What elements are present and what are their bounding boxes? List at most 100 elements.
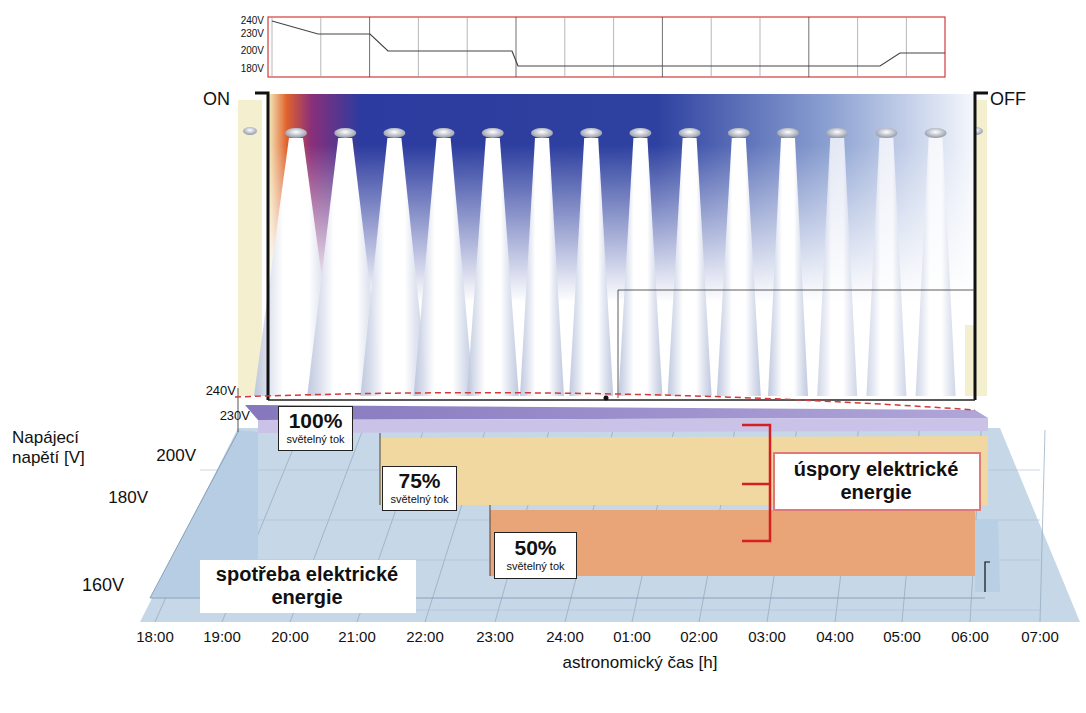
- label-holder: Napájecí napětí [V]: [12, 428, 112, 469]
- grid-line: [369, 17, 370, 77]
- axis-title: astronomický čas [h]: [563, 653, 718, 673]
- label-holder: 20:00: [271, 628, 309, 646]
- label-holder: 04:00: [816, 628, 854, 646]
- light-beam: [866, 138, 906, 396]
- grid-line: [662, 17, 663, 77]
- lamp-head: [482, 128, 504, 138]
- grid-line: [564, 17, 565, 77]
- grid-line: [808, 17, 809, 77]
- label-holder: 180V: [108, 488, 148, 508]
- voltage-tick: 230V: [241, 28, 264, 40]
- grid-line: [906, 17, 907, 77]
- switch-label: ON: [203, 89, 230, 111]
- lamp-head: [925, 128, 947, 138]
- label-holder: 240V: [206, 383, 236, 399]
- time-tick: 24:00: [546, 628, 584, 646]
- axis-value: 230V: [220, 408, 250, 424]
- box-heading: 75%: [389, 469, 450, 493]
- label-holder: 230V: [241, 28, 264, 40]
- light-beam: [916, 138, 956, 396]
- energy-box: úspory elektrické energie: [773, 452, 981, 511]
- grid-line: [467, 17, 468, 77]
- step-marker: [985, 562, 990, 592]
- leader-dot: [604, 396, 609, 401]
- grid-line: [760, 17, 761, 77]
- light-beam: [467, 138, 519, 396]
- light-beam: [520, 138, 564, 396]
- label-holder: 01:00: [613, 628, 651, 646]
- label-holder: 22:00: [406, 628, 444, 646]
- axis-value: 180V: [108, 488, 148, 508]
- axis-value: 240V: [206, 383, 236, 399]
- time-tick: 01:00: [613, 628, 651, 646]
- box-subtext: světelný tok: [285, 433, 346, 446]
- label-holder: 200V: [241, 45, 264, 57]
- grid-line: [272, 17, 273, 77]
- box-subtext: světelný tok: [505, 560, 566, 573]
- voltage-line: [272, 21, 945, 66]
- grid-line: [613, 17, 614, 77]
- light-beam: [668, 138, 712, 396]
- voltage-tick: 180V: [241, 63, 264, 75]
- box-heading: spotřeba elektrické energie: [214, 563, 400, 609]
- label-holder: OFF: [990, 89, 1026, 111]
- time-tick: 22:00: [406, 628, 444, 646]
- axis-value: 200V: [156, 446, 196, 466]
- label-holder: 230V: [220, 408, 250, 424]
- lamp-head: [334, 128, 356, 138]
- label-holder: 160V: [82, 575, 124, 597]
- energy-box: spotřeba elektrické energie: [200, 560, 416, 613]
- floor-grid: [155, 430, 1045, 622]
- savings-bracket: [742, 425, 770, 541]
- time-tick: 03:00: [748, 628, 786, 646]
- light-beam: [618, 138, 662, 396]
- box-heading: úspory elektrické energie: [783, 458, 969, 504]
- box-heading: 100%: [285, 409, 346, 433]
- level-230-top: [245, 405, 988, 420]
- leader-line: [618, 290, 975, 398]
- lamp-head: [629, 128, 651, 138]
- light-beam: [569, 138, 613, 396]
- lamp-head: [433, 128, 455, 138]
- label-holder: 07:00: [1021, 628, 1059, 646]
- on-bracket: [255, 93, 268, 400]
- step-line: [490, 505, 491, 576]
- label-holder: 23:00: [476, 628, 514, 646]
- lamp-head: [531, 128, 553, 138]
- step-line: [380, 433, 381, 505]
- level-230-front: [258, 418, 988, 433]
- time-tick: 21:00: [338, 628, 376, 646]
- label-holder: 19:00: [203, 628, 241, 646]
- grid-line: [516, 17, 517, 77]
- time-tick: 07:00: [1021, 628, 1059, 646]
- label-holder: 02:00: [680, 628, 718, 646]
- flux-box: 50%světelný tok: [494, 532, 577, 579]
- grid-line: [1040, 430, 1045, 622]
- time-tick: 06:00: [951, 628, 989, 646]
- light-beam: [817, 138, 857, 396]
- axis-value: 160V: [82, 575, 124, 597]
- label-holder: 180V: [241, 63, 264, 75]
- time-tick: 02:00: [680, 628, 718, 646]
- switch-label: OFF: [990, 89, 1026, 111]
- flux-box: 100%světelný tok: [278, 406, 353, 451]
- label-holder: 240V: [241, 15, 264, 27]
- time-tick: 04:00: [816, 628, 854, 646]
- lamp-head: [875, 128, 897, 138]
- lamp-head: [580, 128, 602, 138]
- label-holder: 18:00: [136, 628, 174, 646]
- label-holder: ON: [203, 89, 230, 111]
- axis-title: Napájecí napětí [V]: [12, 428, 112, 469]
- lamp-head: [777, 128, 799, 138]
- grid-line: [418, 17, 419, 77]
- light-beam: [414, 138, 474, 396]
- time-tick: 18:00: [136, 628, 174, 646]
- label-holder: 05:00: [883, 628, 921, 646]
- label-holder: 21:00: [338, 628, 376, 646]
- lamp-head: [728, 128, 750, 138]
- flux-box: 75%světelný tok: [382, 466, 457, 511]
- chart-grid: [272, 17, 945, 77]
